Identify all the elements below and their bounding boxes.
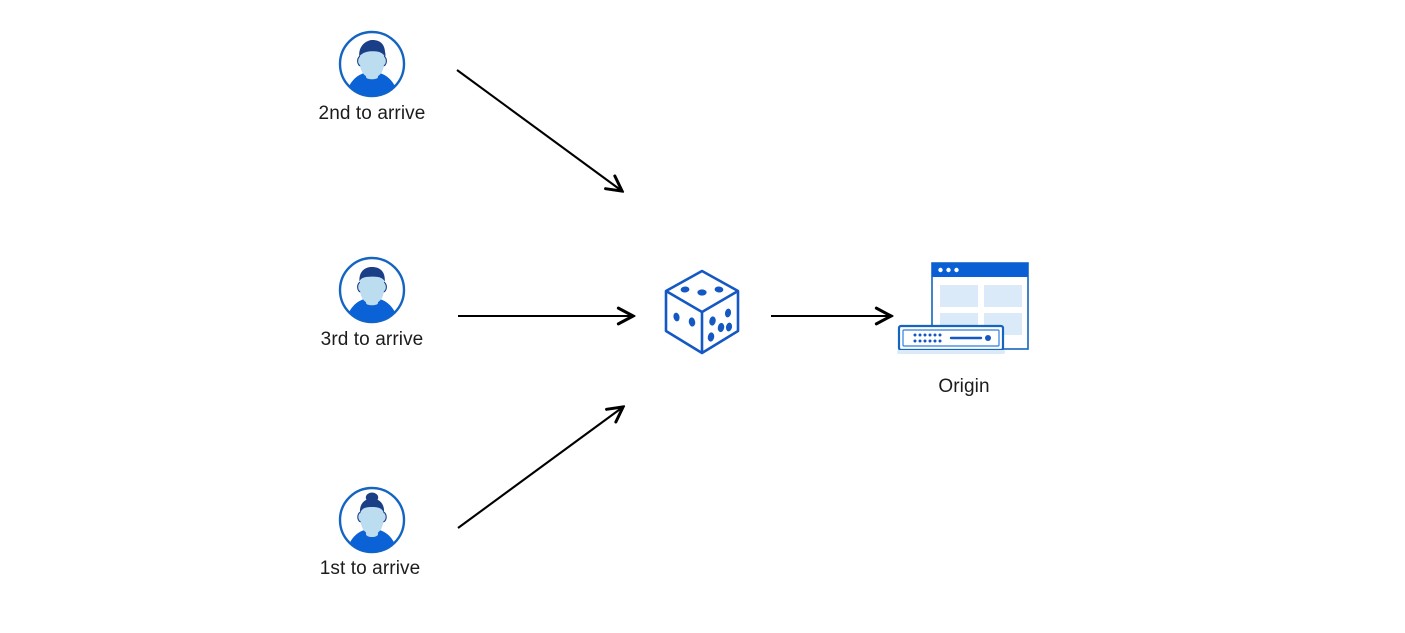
origin-label: Origin — [938, 376, 990, 397]
visitor-label-3rd: 3rd to arrive — [320, 329, 424, 350]
visitor-node-1st: 1st to arrive — [320, 484, 420, 578]
arrow-2nd-to-dice — [456, 69, 622, 191]
origin-node: Origin — [893, 258, 1039, 396]
window-dot — [938, 267, 943, 273]
arrow-1st-to-dice — [457, 407, 623, 529]
visitor-label-2nd: 2nd to arrive — [318, 103, 426, 124]
randomizer-node — [660, 265, 744, 365]
visitor-label-1st: 1st to arrive — [319, 558, 421, 579]
visitor-node-2nd: 2nd to arrive — [319, 28, 425, 123]
avatar-female-bun-icon — [338, 486, 406, 554]
origin-server-icon — [897, 262, 1029, 354]
visitor-node-3rd: 3rd to arrive — [321, 254, 423, 349]
avatar-male-short-hair-icon — [338, 256, 406, 324]
server-device-shape — [897, 324, 1005, 354]
content-block — [984, 285, 1022, 307]
window-dot — [946, 267, 951, 273]
dice-icon — [664, 269, 740, 355]
content-block — [940, 285, 978, 307]
device-indicator-lights — [913, 333, 942, 343]
window-dot — [954, 267, 959, 273]
avatar-male-short-hair-icon — [338, 30, 406, 98]
